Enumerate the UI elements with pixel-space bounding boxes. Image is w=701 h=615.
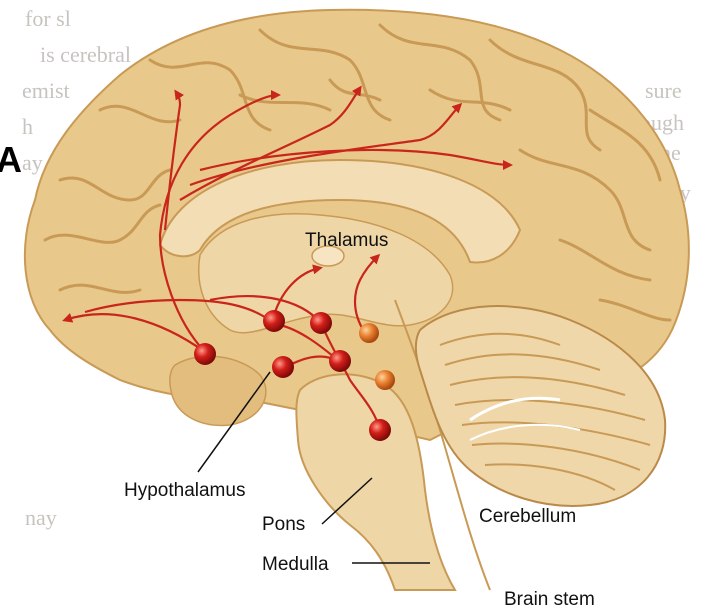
medulla-label: Medulla	[262, 554, 329, 575]
bg-text-4: h	[22, 114, 33, 139]
nucleus-2	[263, 310, 285, 332]
edge-letter: A	[0, 139, 22, 180]
nucleus-5	[329, 350, 351, 372]
nucleus-3	[310, 312, 332, 334]
bg-text-1: for sl	[25, 6, 71, 31]
nucleus-orange-1	[359, 323, 379, 343]
pons-label: Pons	[262, 514, 305, 535]
thalamus-label: Thalamus	[305, 230, 388, 251]
bg-text-10: nay	[25, 505, 57, 530]
brain-stem-label: Brain stem	[504, 589, 595, 610]
bg-text-5: ay	[22, 150, 43, 175]
hypothalamus-label: Hypothalamus	[124, 480, 245, 501]
bg-text-3: emist	[22, 78, 70, 103]
nucleus-1	[194, 343, 216, 365]
nucleus-orange-2	[375, 370, 395, 390]
cerebellum-label: Cerebellum	[479, 506, 576, 527]
nucleus-6	[369, 419, 391, 441]
bg-text-6: sure	[645, 78, 682, 103]
nucleus-4	[272, 356, 294, 378]
bg-text-2: is cerebral	[40, 42, 131, 67]
